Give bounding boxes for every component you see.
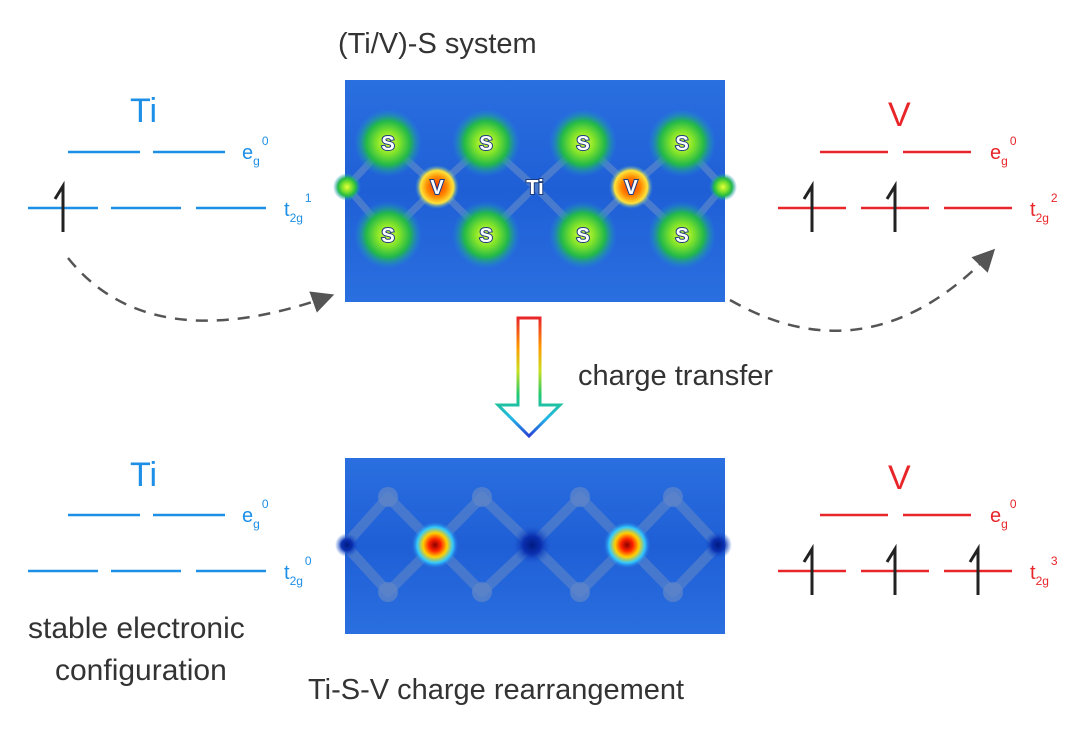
ti-bottom-levels (28, 513, 266, 573)
spin-up-electron (885, 543, 897, 595)
s-atom-label: S (381, 133, 394, 155)
eg-label-v-top: eg0 (990, 134, 1017, 168)
eg-label-ti-top: eg0 (242, 134, 269, 168)
stable-label-line2: configuration (55, 654, 227, 687)
spin-up-electron (802, 543, 814, 595)
top-s-atom-glow (452, 109, 520, 177)
v-atom-label: V (624, 177, 638, 199)
spin-up-electron (885, 180, 897, 232)
eg-label-v-bottom: eg0 (990, 497, 1017, 531)
t2g-label-v-top: t2g2 (1030, 191, 1058, 225)
top-s-atom-glow (648, 201, 716, 269)
top-edge-glow (709, 173, 737, 201)
top-v-atom-glow (609, 165, 653, 209)
top-s-atom-glow (549, 109, 617, 177)
spin-up-electron (968, 543, 980, 595)
t2g-label-ti-top: t2g1 (284, 191, 312, 225)
t2g-label-ti-bottom: t2g0 (284, 554, 312, 588)
top-s-atom-glow (354, 109, 422, 177)
v-atom-label: V (430, 177, 444, 199)
top-edge-glow (333, 173, 361, 201)
spin-electrons (53, 180, 980, 595)
ti-element-label-bottom: Ti (130, 456, 158, 494)
bottom-title: Ti-S-V charge rearrangement (308, 674, 685, 706)
s-atom-label: S (479, 225, 492, 247)
s-atom-label: S (479, 133, 492, 155)
ti-element-label-top: Ti (130, 92, 158, 130)
t2g-label-v-bottom: t2g3 (1030, 554, 1058, 588)
charge-transfer-arrow (494, 316, 564, 439)
stable-label-line1: stable electronic (28, 612, 245, 645)
ti-charge-depletion (512, 525, 552, 565)
top-title: (Ti/V)-S system (338, 28, 537, 60)
edge-charge-depletion (704, 531, 732, 559)
top-s-atom-glow (648, 109, 716, 177)
s-atom-label: S (381, 225, 394, 247)
v-element-label-bottom: V (888, 459, 911, 497)
dashed-arrow-left (67, 257, 335, 322)
v-charge-accumulation (603, 521, 651, 569)
bottom-charge-difference-map (335, 458, 732, 634)
charge-transfer-label: charge transfer (578, 360, 774, 392)
s-atom-label: S (675, 225, 688, 247)
s-atom-label: S (675, 133, 688, 155)
top-s-atom-glow (452, 201, 520, 269)
top-v-atom-glow (415, 165, 459, 209)
dashed-arrow-right (729, 248, 996, 333)
s-atom-label: S (576, 133, 589, 155)
ti-atom-label: Ti (526, 177, 543, 199)
spin-up-electron (53, 180, 65, 232)
top-s-atom-glow (549, 201, 617, 269)
eg-label-ti-bottom: eg0 (242, 497, 269, 531)
top-s-atom-glow (354, 201, 422, 269)
spin-up-electron (802, 180, 814, 232)
v-element-label-top: V (888, 96, 911, 134)
v-charge-accumulation (411, 521, 459, 569)
bottom-map-s-sites (378, 487, 683, 602)
s-atom-label: S (576, 225, 589, 247)
edge-charge-depletion (335, 533, 359, 557)
top-charge-density-map: S S S S S S S S V V Ti (333, 80, 737, 302)
